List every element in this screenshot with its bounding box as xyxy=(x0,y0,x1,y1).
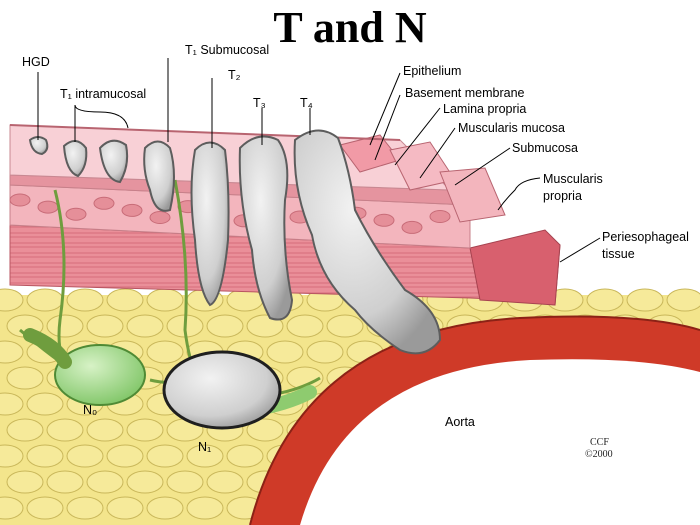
fat-lobule xyxy=(326,314,364,338)
fat-lobule xyxy=(186,496,224,520)
fat-lobule xyxy=(126,314,164,338)
submucosa-gland xyxy=(149,211,171,224)
fat-lobule xyxy=(206,470,244,494)
fat-lobule xyxy=(6,470,44,494)
submucosa-gland xyxy=(121,203,143,217)
leader-lines xyxy=(37,58,601,263)
label-t1-submucosal: T₁ Submucosal xyxy=(185,43,270,57)
fat-lobule xyxy=(146,340,184,364)
fat-lobule xyxy=(46,418,84,442)
label-lamina-propria: Lamina propria xyxy=(443,102,527,116)
tumor-t2 xyxy=(190,141,230,307)
fat-lobule xyxy=(86,470,124,494)
fat-lobule xyxy=(86,314,124,338)
label-muscularis-mucosa: Muscularis mucosa xyxy=(458,121,565,135)
submucosa-gland xyxy=(37,200,59,214)
fat-lobule xyxy=(206,314,244,338)
fat-lobule xyxy=(26,288,64,312)
fat-lobule xyxy=(626,288,664,312)
fat-lobule xyxy=(0,392,24,416)
fat-lobule xyxy=(6,366,44,390)
fat-lobule xyxy=(126,470,164,494)
submucosa-gland xyxy=(93,196,115,210)
fat-lobule xyxy=(0,340,24,364)
fat-lobule xyxy=(246,418,284,442)
tumor-t3 xyxy=(238,135,294,321)
fat-lobule xyxy=(666,288,700,312)
fat-lobule xyxy=(186,444,224,468)
fat-lobule xyxy=(586,288,624,312)
label-t1-intramucosal: T₁ intramucosal xyxy=(60,87,147,101)
aorta-icon xyxy=(249,315,700,525)
fat-lobule xyxy=(306,340,344,364)
fat-lobule xyxy=(26,496,64,520)
fat-lobule xyxy=(246,314,284,338)
label-submucosa: Submucosa xyxy=(512,141,579,155)
fat-lobule xyxy=(6,418,44,442)
fat-lobule xyxy=(126,418,164,442)
fat-lobule xyxy=(66,288,104,312)
label-t2: T₂ xyxy=(228,68,241,82)
fat-lobule xyxy=(26,392,64,416)
credit-ccf: CCF xyxy=(590,437,609,448)
submucosa-gland xyxy=(9,193,31,207)
submucosa-gland xyxy=(65,207,87,221)
fat-lobule xyxy=(146,444,184,468)
fat-lobule xyxy=(0,496,24,520)
tumor-t1-intramucosal-b xyxy=(98,139,129,184)
label-aorta: Aorta xyxy=(445,415,475,429)
fat-lobule xyxy=(286,314,324,338)
submucosa-gland xyxy=(373,213,395,227)
lymph-node-icon xyxy=(23,328,317,430)
label-t4: T₄ xyxy=(300,96,313,110)
fat-lobule xyxy=(26,444,64,468)
credit-year: ©2000 xyxy=(585,449,613,460)
label-muscularis-propria-2: propria xyxy=(543,189,582,203)
fat-lobule xyxy=(166,470,204,494)
page-title: T and N xyxy=(273,3,427,52)
fat-lobule xyxy=(66,444,104,468)
label-t3: T₃ xyxy=(253,96,266,110)
fat-lobule xyxy=(146,288,184,312)
fat-lobule xyxy=(86,418,124,442)
label-n0: N₀ xyxy=(83,403,98,417)
fat-lobule xyxy=(46,470,84,494)
fat-lobule xyxy=(146,496,184,520)
fat-lobule xyxy=(106,444,144,468)
label-hgd: HGD xyxy=(22,55,50,69)
label-epithelium: Epithelium xyxy=(403,64,462,78)
label-periesophageal-1: Periesophageal xyxy=(602,230,689,244)
tumor-t4 xyxy=(293,129,442,355)
label-n1: N₁ xyxy=(198,440,212,454)
submucosa-gland xyxy=(401,220,423,234)
fat-lobule xyxy=(66,496,104,520)
label-muscularis-propria-1: Muscularis xyxy=(543,172,603,186)
label-basement-membrane: Basement membrane xyxy=(405,86,525,100)
fat-lobule xyxy=(106,496,144,520)
submucosa-gland xyxy=(429,210,451,223)
fat-lobule xyxy=(0,288,24,312)
tumor-t1-submucosal xyxy=(143,140,175,212)
fat-lobule xyxy=(46,314,84,338)
fat-lobule xyxy=(106,288,144,312)
fat-lobule xyxy=(266,340,304,364)
label-periesophageal-2: tissue xyxy=(602,247,635,261)
fat-lobule xyxy=(0,444,24,468)
fat-lobule xyxy=(226,444,264,468)
tumor-icon xyxy=(28,129,442,355)
